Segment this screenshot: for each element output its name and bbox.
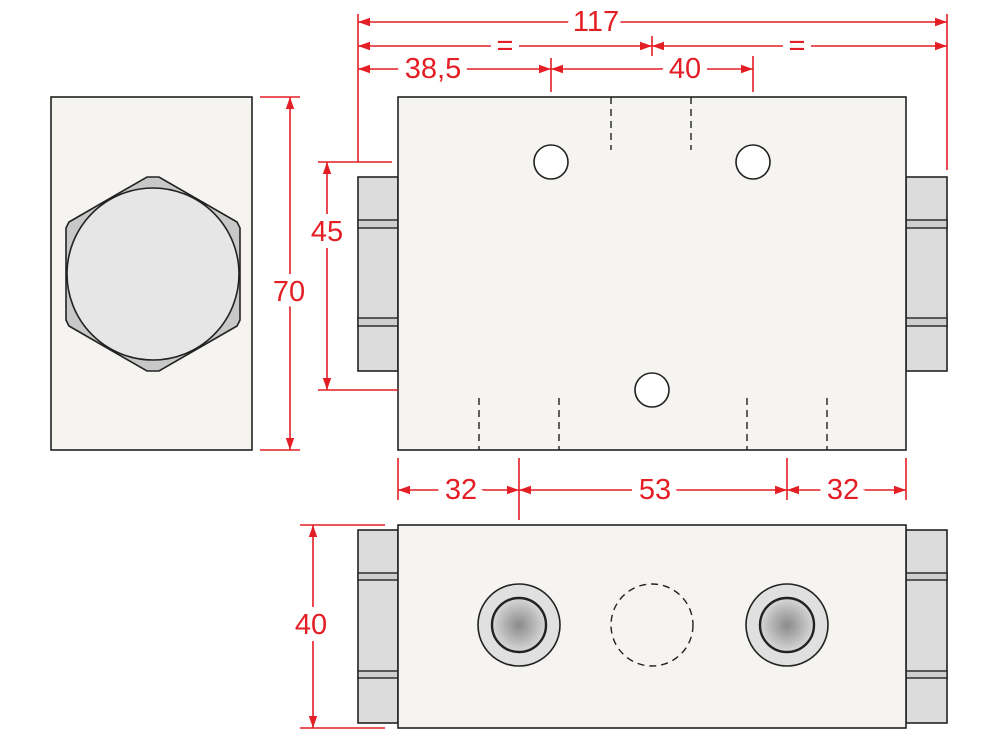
dimension-label: 32 bbox=[445, 474, 477, 506]
dimensions-ports: 32 53 32 bbox=[397, 458, 907, 520]
port bbox=[477, 583, 561, 667]
front-view bbox=[357, 524, 948, 729]
side-view bbox=[50, 96, 253, 451]
dimension-label: = bbox=[789, 30, 806, 62]
dimension-label: 45 bbox=[311, 216, 343, 248]
mounting-hole bbox=[634, 372, 670, 408]
dimension-hole-vertical: 45 bbox=[304, 161, 398, 391]
dimension-thickness: 40 bbox=[288, 524, 385, 729]
top-view bbox=[357, 96, 948, 451]
dimension-height: 70 bbox=[260, 96, 312, 451]
dimension-label: = bbox=[497, 30, 514, 62]
port bbox=[745, 583, 829, 667]
mounting-hole bbox=[533, 144, 569, 180]
dimension-label: 40 bbox=[295, 609, 327, 641]
dimension-label: 70 bbox=[273, 276, 305, 308]
dimension-label: 117 bbox=[573, 6, 619, 38]
dimension-label: 40 bbox=[669, 53, 701, 85]
dimension-label: 32 bbox=[827, 474, 859, 506]
nut-face-circle bbox=[66, 187, 240, 361]
hidden-port bbox=[610, 583, 694, 667]
mounting-hole bbox=[735, 144, 771, 180]
dimension-label: 38,5 bbox=[405, 53, 461, 85]
dimension-label: 53 bbox=[639, 474, 671, 506]
